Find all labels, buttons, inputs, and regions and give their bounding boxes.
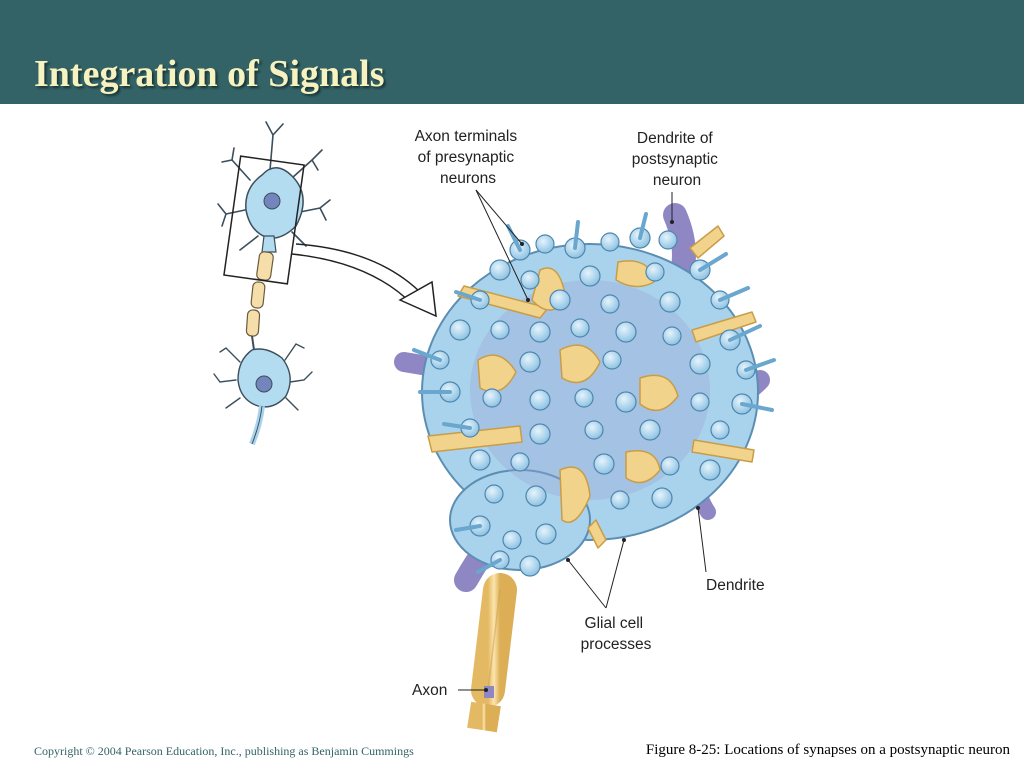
label-glial-cell-processes: Glial cell processes [581, 615, 652, 653]
label-dendrite-of-postsynaptic-neuron: Dendrite of postsynaptic neuron [632, 130, 722, 189]
terminal-stalks [412, 212, 776, 574]
figure-caption: Figure 8-25: Locations of synapses on a … [645, 742, 1010, 758]
leader-dots [484, 220, 700, 692]
title-bar [0, 0, 1024, 104]
label-dendrite: Dendrite [706, 577, 765, 594]
upper-nucleus [263, 192, 281, 210]
label-axon: Axon [412, 682, 447, 699]
copyright-text: Copyright © 2004 Pearson Education, Inc.… [34, 744, 414, 758]
glial-processes [427, 225, 757, 549]
synapse-diagram: Axon terminals of presynaptic neurons De… [213, 121, 776, 733]
lower-nucleus [255, 375, 273, 393]
zoom-arrow [291, 243, 437, 318]
label-axon-terminals: Axon terminals of presynaptic neurons [415, 128, 522, 187]
magnify-box [223, 155, 305, 285]
leader-lines [458, 189, 707, 691]
synapse-cluster [394, 203, 776, 733]
axon-segment-lower [467, 701, 501, 733]
neuron-overview [213, 121, 331, 446]
axon-terminal-knobs [430, 227, 756, 577]
slide-title: Integration of Signals [34, 53, 385, 95]
